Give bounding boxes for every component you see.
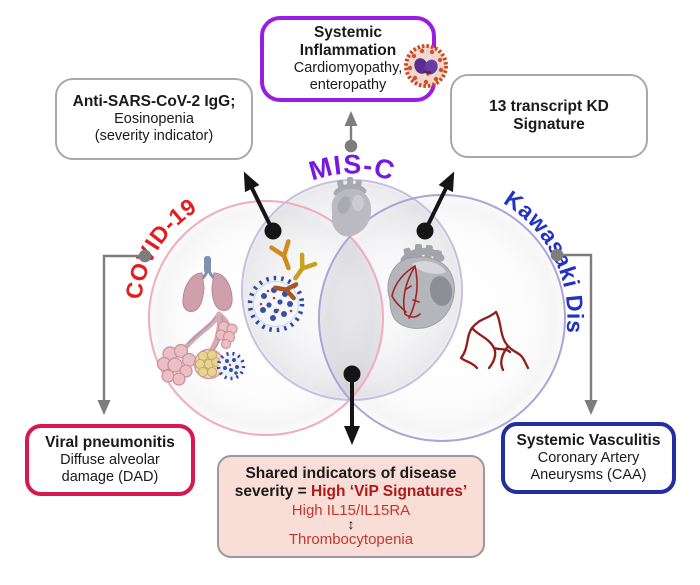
- vasculitis-body: Coronary Artery Aneurysms (CAA): [530, 450, 647, 483]
- anchor-dot-misc: [344, 139, 358, 153]
- anchor-dot-bottom-overlap: [343, 365, 361, 383]
- arrow-overlap-to-igg-box: [243, 171, 275, 232]
- shared-title-black: Shared indicators of disease severity =: [234, 465, 457, 501]
- lungs-icon: [182, 256, 233, 312]
- updown-arrow-icon: ↕: [347, 515, 355, 532]
- covid-circle: [148, 200, 384, 436]
- anti-sars-igg-box: Anti-SARS-CoV-2 IgG; Eosinopenia (severi…: [55, 78, 253, 160]
- shared-thrombocytopenia-line: Thrombocytopenia: [288, 530, 414, 548]
- pneumonitis-body: Diffuse alveolar damage (DAD): [60, 452, 160, 485]
- inflammation-box-title: Systemic Inflammation: [299, 24, 397, 60]
- shared-il15-line: High IL15/IL15RA: [291, 501, 411, 519]
- shared-indicators-box: Shared indicators of disease severity = …: [217, 455, 485, 558]
- coronary-arteries-icon: [459, 310, 530, 372]
- inflammation-box-body: Cardiomyopathy, enteropathy: [293, 60, 403, 93]
- systemic-inflammation-box: Systemic Inflammation Cardiomyopathy, en…: [260, 16, 448, 102]
- misc-circle-shade: [242, 180, 462, 400]
- pneumonitis-title: Viral pneumonitis: [45, 434, 175, 452]
- alveoli-icon: [156, 311, 238, 386]
- anchor-dot-kawasaki: [550, 248, 564, 262]
- viral-pneumonitis-box: Viral pneumonitis Diffuse alveolar damag…: [25, 424, 195, 496]
- antibodies-icon: [269, 239, 318, 301]
- shared-title: Shared indicators of disease severity = …: [229, 465, 473, 502]
- heart-icon: [331, 177, 372, 237]
- connector-kawasaki-to-vasculitis: [557, 253, 598, 415]
- igg-box-line2: Eosinopenia: [114, 111, 194, 128]
- igg-box-line3: (severity indicator): [94, 127, 214, 144]
- venn-overlap-lens: [319, 237, 383, 399]
- coronavirus-small-icon: [216, 351, 246, 381]
- shared-title-red: High ‘ViP Signatures’: [311, 483, 468, 501]
- immune-cell-icon: [404, 44, 448, 88]
- connector-covid-to-pneumonitis: [97, 254, 145, 415]
- systemic-vasculitis-box: Systemic Vasculitis Coronary Artery Aneu…: [501, 422, 676, 494]
- anchor-dot-right-overlap: [416, 222, 434, 240]
- kd-signature-title: 13 transcript KD Signature: [489, 98, 609, 133]
- heart-coronary-icon: [387, 244, 455, 329]
- connectors: [97, 111, 598, 445]
- anchor-dot-covid: [138, 249, 152, 263]
- kd-signature-box: 13 transcript KD Signature: [450, 74, 648, 158]
- anchor-dot-left-overlap: [264, 222, 282, 240]
- vasculitis-title: Systemic Vasculitis: [516, 432, 661, 450]
- arrow-overlap-to-kd-box: [423, 171, 455, 232]
- igg-box-title: Anti-SARS-CoV-2 IgG;: [72, 93, 236, 111]
